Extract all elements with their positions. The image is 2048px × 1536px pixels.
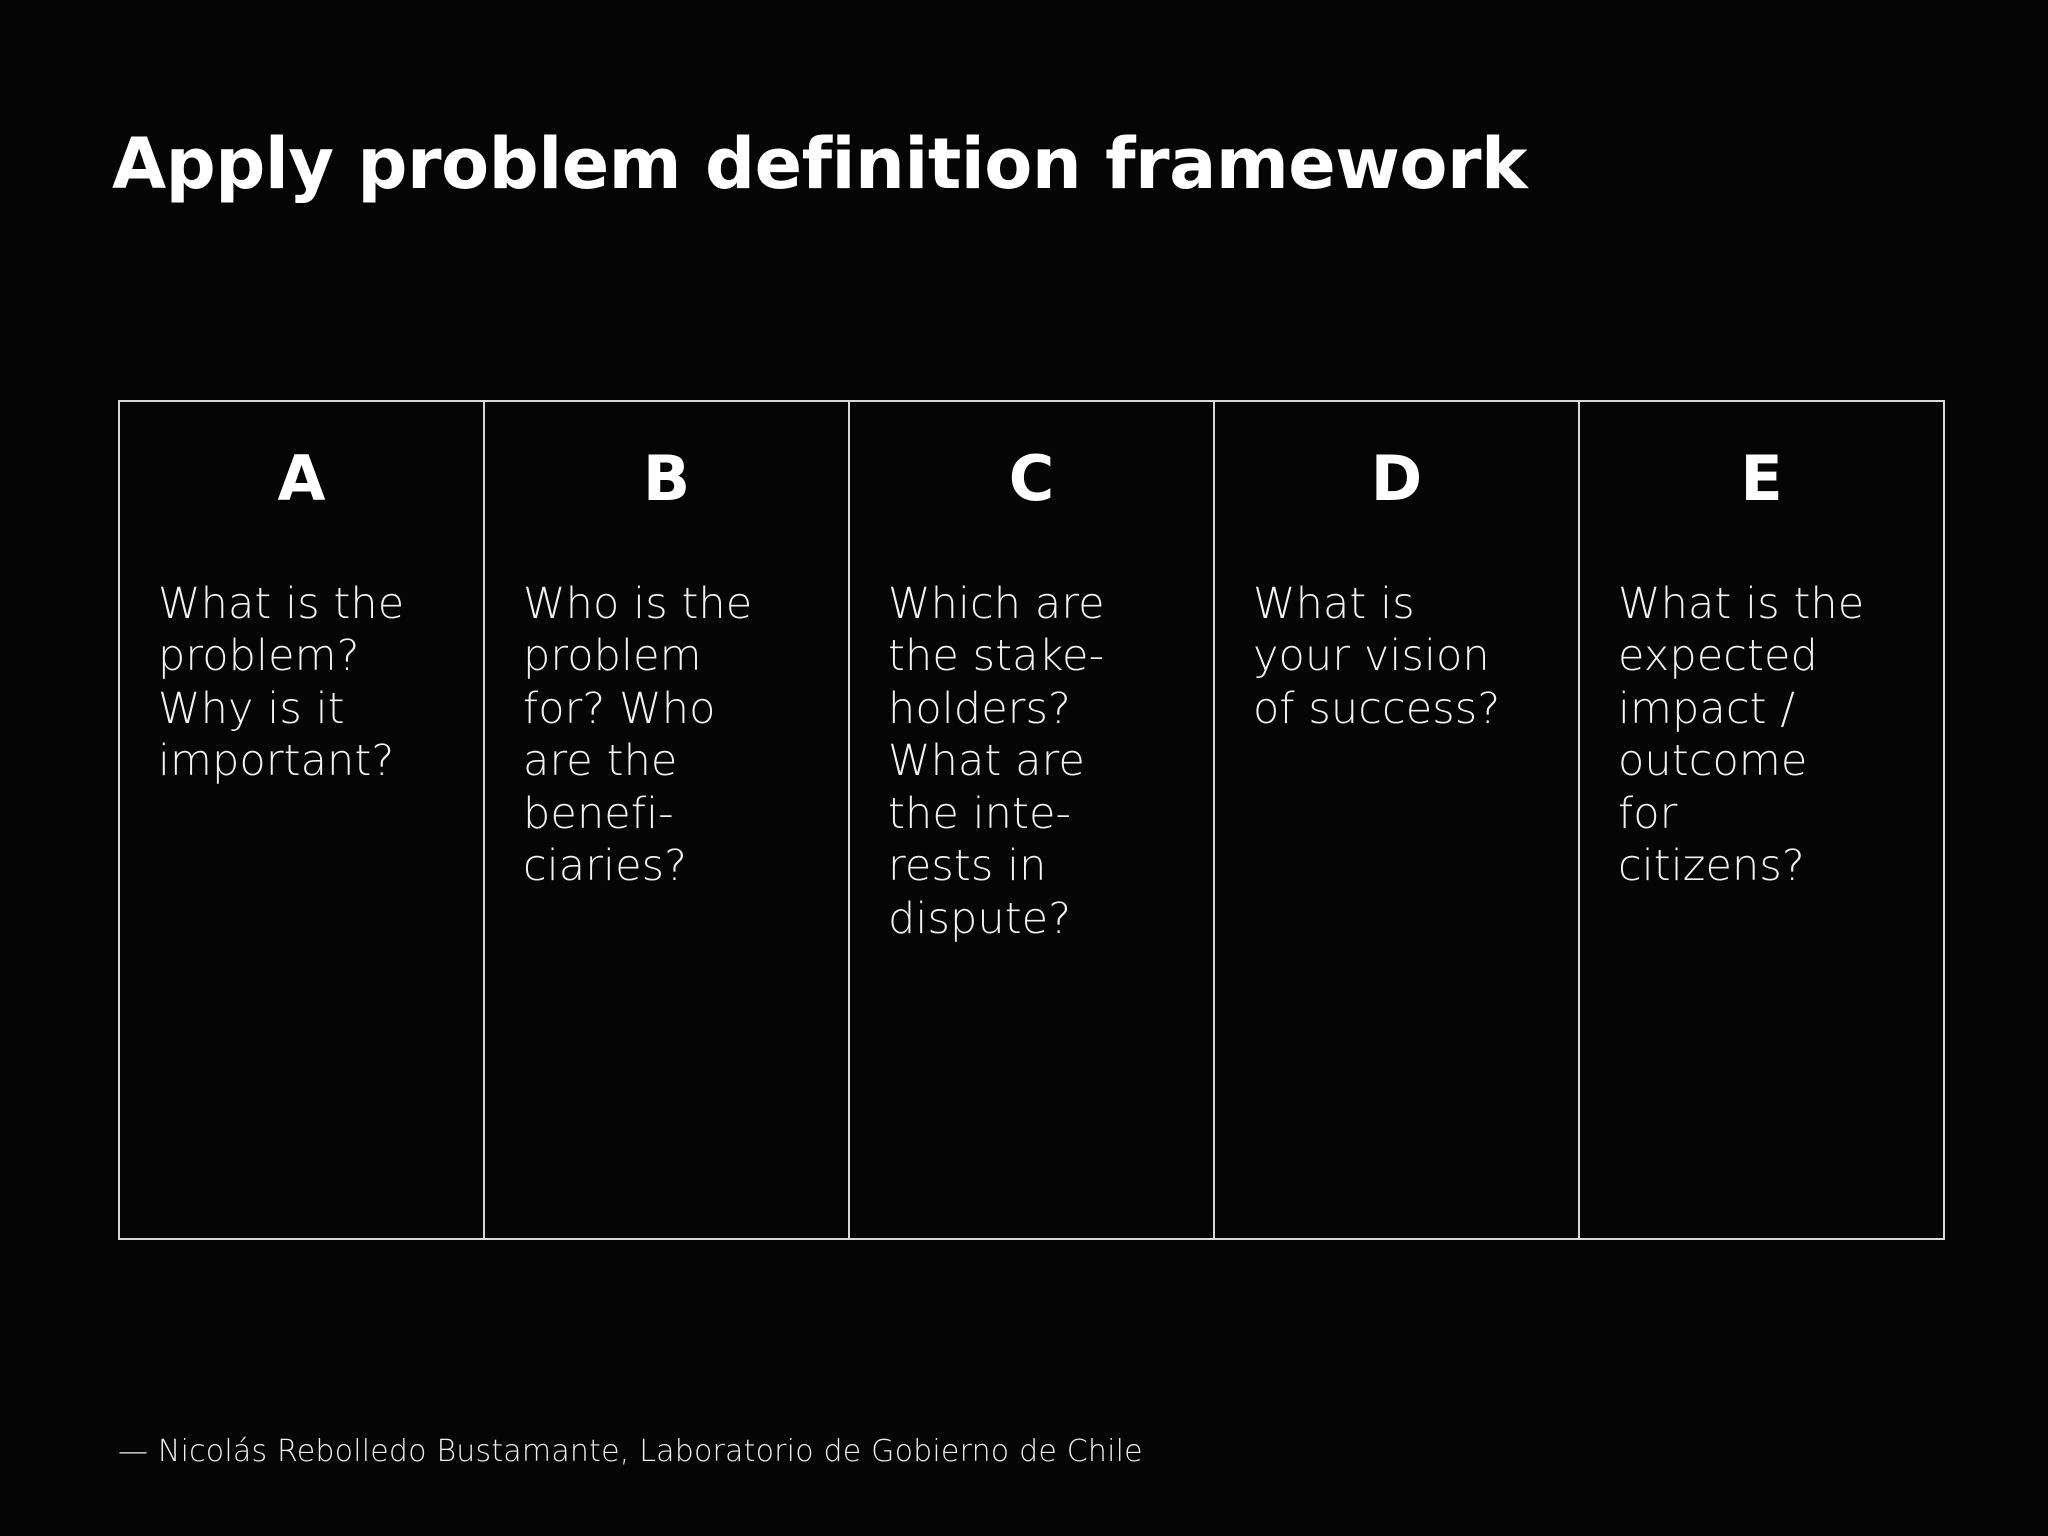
- column-letter-d: D: [1370, 442, 1423, 515]
- column-question-a: What is the problem? Why is it important…: [158, 579, 405, 787]
- framework-column-e: E What is the expected impact / outcome …: [1580, 402, 1943, 1238]
- framework-column-b: B Who is the problem for? Who are the be…: [485, 402, 850, 1238]
- page-title: Apply problem definition framework: [112, 122, 1528, 205]
- attribution-credit: — Nicolás Rebolledo Bustamante, Laborato…: [118, 1434, 1143, 1469]
- column-question-d: What is your vision of success?: [1253, 579, 1501, 734]
- column-question-e: What is the expected impact / outcome fo…: [1618, 579, 1865, 892]
- column-letter-a: A: [277, 442, 326, 515]
- framework-column-d: D What is your vision of success?: [1215, 402, 1580, 1238]
- column-letter-b: B: [642, 442, 691, 515]
- framework-column-c: C Which are the stake- holders? What are…: [850, 402, 1215, 1238]
- column-letter-c: C: [1008, 442, 1055, 515]
- column-question-c: Which are the stake- holders? What are t…: [888, 579, 1105, 944]
- column-question-b: Who is the problem for? Who are the bene…: [523, 579, 753, 892]
- problem-definition-framework-table: A What is the problem? Why is it importa…: [118, 400, 1945, 1240]
- framework-column-a: A What is the problem? Why is it importa…: [120, 402, 485, 1238]
- column-letter-e: E: [1740, 442, 1783, 515]
